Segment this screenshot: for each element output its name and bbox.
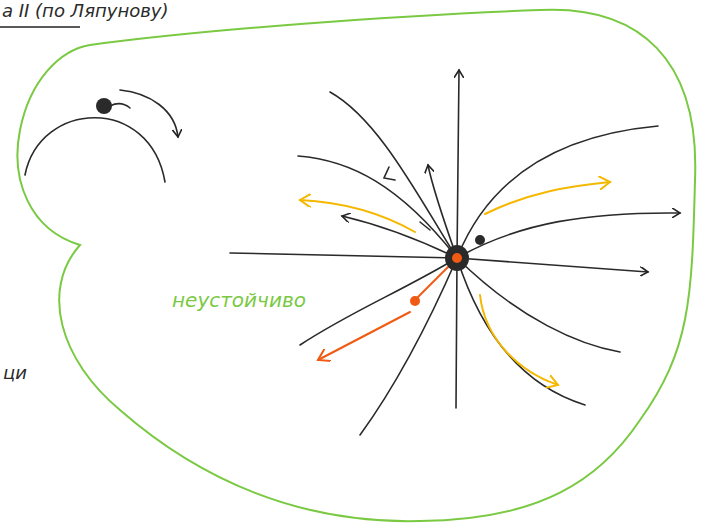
region-outline: [18, 10, 696, 521]
point: [475, 235, 485, 245]
region-label: неустойчиво: [172, 288, 306, 312]
trajectories: [25, 70, 680, 435]
underline: [0, 26, 80, 28]
ball: [96, 98, 112, 114]
equilibrium-mark: [452, 253, 462, 263]
flow-arrow: [300, 200, 415, 232]
perturbed-point: [410, 296, 420, 306]
equilibrium-point: [445, 245, 469, 271]
flow-arrow: [485, 182, 610, 214]
side-note: ци: [3, 362, 27, 383]
heading-note: а II (по Ляпунову): [2, 0, 168, 21]
perturbation-arrow: [318, 312, 410, 360]
flow-arrow: [480, 295, 558, 385]
